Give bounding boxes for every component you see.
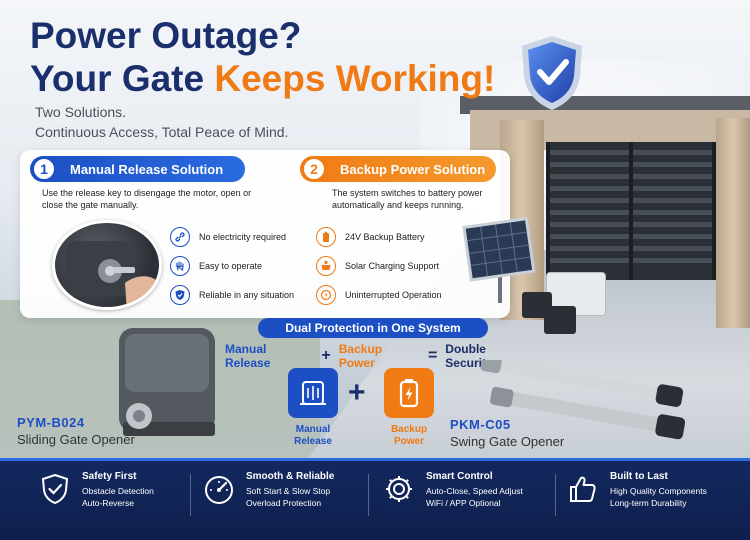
feature-solar-charging: Solar Charging Support [316, 256, 439, 276]
solar-panel-image [462, 216, 536, 303]
solution-number-badge: 2 [302, 157, 326, 181]
sliding-gate-opener-image [119, 328, 215, 436]
gate-pillar-right [716, 118, 750, 328]
feature-label: Uninterrupted Operation [345, 290, 442, 300]
headline-highlight: Keeps Working! [214, 58, 496, 99]
feature-label: Solar Charging Support [345, 261, 440, 271]
hand-icon [170, 256, 190, 276]
feature-label: 24V Backup Battery [345, 232, 425, 242]
house-roof [460, 96, 750, 114]
backup-power-title: Backup Power Solution [340, 161, 486, 177]
manual-release-description: Use the release key to disengage the mot… [42, 188, 252, 210]
solar-panel-icon [316, 256, 336, 276]
backup-power-tile [384, 368, 434, 418]
speedometer-icon [205, 476, 233, 504]
feature-smart-control: Smart Control Auto-Close, Speed Adjust W… [382, 470, 523, 526]
manual-release-title: Manual Release Solution [70, 161, 224, 177]
release-key-illustration [65, 241, 159, 307]
subhead-line-2: Continuous Access, Total Peace of Mind. [35, 124, 289, 140]
equation-term-manual: Manual Release [225, 342, 271, 370]
divider [368, 474, 369, 516]
divider [555, 474, 556, 516]
feature-smooth-reliable: Smooth & Reliable Soft Start & Slow Stop… [202, 470, 334, 526]
headline: Power Outage? Your Gate Keeps Working! [30, 14, 495, 100]
manual-release-heading: 1 Manual Release Solution [30, 156, 245, 182]
dual-protection-banner: Dual Protection in One System [258, 318, 488, 338]
equation-equals: = [427, 347, 438, 364]
tile-plus: + [348, 376, 366, 409]
feature-title: Smooth & Reliable [246, 471, 335, 482]
feature-title: Smart Control [426, 471, 493, 482]
sliding-opener-model: PYM-B024 [17, 415, 85, 430]
thumbs-up-icon [570, 476, 596, 502]
gate [546, 142, 716, 280]
feature-bar: Safety First Obstacle Detection Auto-Rev… [0, 458, 750, 540]
feature-easy-to-operate: Easy to operate [170, 256, 262, 276]
gate-opener-icon [300, 381, 326, 405]
feature-title: Built to Last [610, 471, 668, 482]
gear-icon [386, 476, 412, 502]
subhead: Two Solutions. Continuous Access, Total … [35, 102, 288, 142]
shield-check-icon [41, 473, 69, 505]
battery-icon [399, 379, 419, 408]
backup-power-description: The system switches to battery power aut… [332, 188, 483, 210]
feature-label: Reliable in any situation [199, 290, 295, 300]
battery-image [544, 306, 576, 334]
equation-plus: + [321, 347, 331, 364]
manual-release-tile-label: Manual Release [294, 424, 332, 447]
feature-label: Easy to operate [199, 261, 263, 271]
solutions-panel: 1 Manual Release Solution Use the releas… [20, 150, 510, 318]
feature-label: No electricity required [199, 232, 287, 242]
feature-built-to-last: Built to Last High Quality Components Lo… [566, 470, 707, 526]
solution-number-badge: 1 [32, 157, 56, 181]
feature-safety-first: Safety First Obstacle Detection Auto-Rev… [38, 470, 154, 526]
manual-release-tile [288, 368, 338, 418]
feature-reliable: Reliable in any situation [170, 285, 294, 305]
sliding-opener-name: Sliding Gate Opener [17, 432, 135, 447]
power-icon [316, 285, 336, 305]
feature-no-electricity: No electricity required [170, 227, 286, 247]
subhead-line-1: Two Solutions. [35, 104, 127, 120]
chain-link-icon [170, 227, 190, 247]
headline-line-2: Your Gate Keeps Working! [30, 58, 496, 99]
shield-check-icon [522, 36, 582, 110]
backup-power-tile-label: Backup Power [390, 424, 428, 447]
swing-opener-name: Swing Gate Opener [450, 434, 565, 449]
dual-protection-equation: Manual Release + Backup Power = Double S… [225, 342, 535, 370]
swing-opener-model: PKM-C05 [450, 417, 511, 432]
battery-icon [316, 227, 336, 247]
feature-title: Safety First [82, 471, 137, 482]
equation-term-backup: Backup Power [338, 342, 383, 370]
headline-line-1: Power Outage? [30, 15, 302, 56]
feature-uninterrupted: Uninterrupted Operation [316, 285, 442, 305]
divider [190, 474, 191, 516]
release-key-photo [52, 220, 162, 310]
swing-gate-opener-image [480, 360, 686, 440]
shield-check-icon [170, 285, 190, 305]
backup-power-heading: 2 Backup Power Solution [300, 156, 496, 182]
feature-backup-battery: 24V Backup Battery [316, 227, 425, 247]
